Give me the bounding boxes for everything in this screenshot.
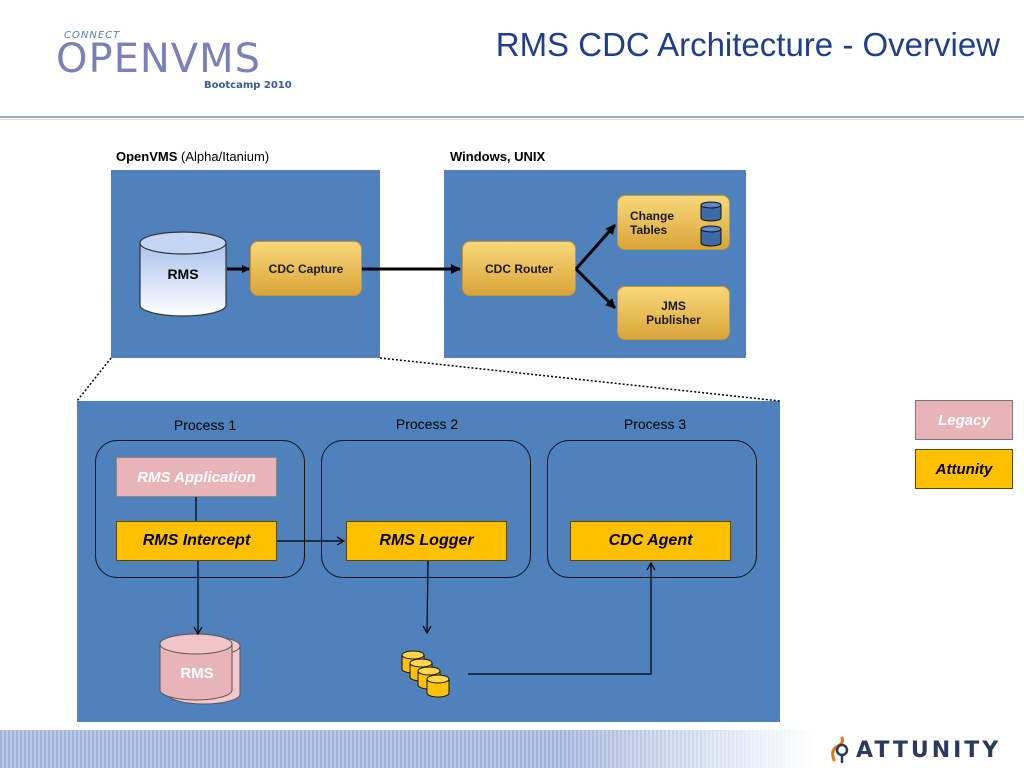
jms-publisher-line1: JMS [661, 299, 686, 313]
rms-database-icon [139, 231, 227, 317]
attunity-brand-text: ATTUNITY [856, 737, 1002, 763]
zoom-line-right [379, 357, 781, 402]
zoom-line-left [76, 357, 112, 402]
process-2-label: Process 2 [395, 416, 459, 432]
windows-unix-label: Windows, UNIX [450, 149, 545, 164]
change-tables-line2: Tables [630, 222, 668, 237]
cdc-capture-box: CDC Capture [250, 241, 362, 296]
legend-attunity: Attunity [915, 449, 1013, 489]
jms-publisher-text: JMS Publisher [646, 299, 701, 327]
jms-publisher-box: JMS Publisher [617, 286, 730, 340]
process-3-container [547, 440, 757, 578]
windows-unix-label-text: Windows, UNIX [450, 149, 546, 164]
process-2-container [321, 440, 531, 578]
attunity-brand: ATTUNITY [828, 736, 1001, 764]
footer-fade [560, 730, 1024, 768]
openvms-platform-label: OpenVMS (Alpha/Itanium) [116, 149, 269, 164]
change-tables-text: Change Tables [630, 209, 674, 237]
openvms-label-bold: OpenVMS [116, 149, 178, 164]
process-1-container [95, 440, 305, 578]
legend-legacy: Legacy [915, 400, 1013, 440]
rms-store-database-icon [159, 633, 241, 705]
rms-application-box: RMS Application [116, 457, 277, 497]
process-1-label: Process 1 [173, 417, 237, 433]
process-3-label: Process 3 [623, 416, 687, 432]
attunity-logo-icon [831, 736, 849, 764]
logo-main-text: OPENVMS [56, 36, 262, 82]
cdc-agent-box: CDC Agent [570, 521, 731, 561]
change-tables-box: Change Tables [617, 195, 730, 250]
change-tables-line1: Change [630, 208, 675, 223]
header-divider [0, 116, 1024, 120]
cdc-router-box: CDC Router [462, 241, 576, 296]
rms-logger-box: RMS Logger [346, 521, 507, 561]
rms-intercept-box: RMS Intercept [116, 521, 277, 561]
openvms-logo: CONNECT OPENVMS Bootcamp 2010 [56, 30, 296, 94]
logo-sub-text: Bootcamp 2010 [204, 80, 292, 91]
jms-publisher-line2: Publisher [646, 313, 701, 327]
slide-title: RMS CDC Architecture - Overview [495, 26, 1000, 63]
logo-connect-text: CONNECT [64, 30, 121, 41]
rms-store-label: RMS [180, 665, 214, 682]
rms-top-label: RMS [167, 266, 199, 282]
openvms-label-rest: (Alpha/Itanium) [177, 149, 270, 164]
